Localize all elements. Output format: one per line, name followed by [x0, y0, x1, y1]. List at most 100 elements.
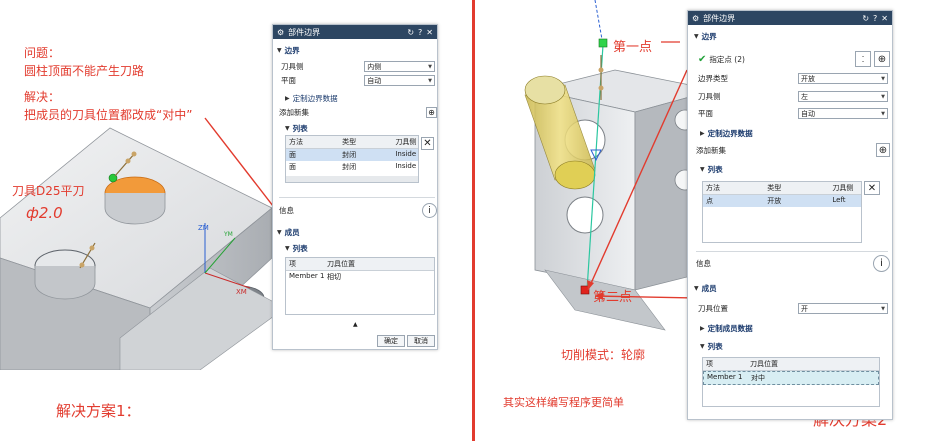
right-sec-custom[interactable]: ▶定制边界数据: [700, 129, 753, 138]
member-header: 刀具位置: [327, 260, 355, 268]
tool-label: 刀具D25平刀: [12, 184, 85, 198]
info-icon[interactable]: i: [873, 255, 890, 272]
left-sec-custom[interactable]: ▶定制边界数据: [285, 94, 338, 103]
boundary-type-label: 边界类型: [698, 74, 728, 83]
left-tool-side-select[interactable]: 内侧▼: [364, 61, 435, 72]
table-row[interactable]: Member 1 相切: [289, 272, 341, 281]
right-delete-button[interactable]: ✕: [864, 181, 880, 195]
point-select-icon[interactable]: ⊕: [874, 51, 890, 67]
right-add-new-button[interactable]: ⊕: [876, 143, 890, 157]
reset-icon[interactable]: ↻: [862, 13, 870, 23]
boundary-type-select[interactable]: 开放▼: [798, 73, 888, 84]
table-row[interactable]: 面 封闭 Inside: [289, 162, 417, 171]
member-header: 刀具位置: [750, 360, 778, 368]
left-footer: 解决方案1：: [56, 402, 141, 420]
diameter-label: ф2.0: [26, 204, 63, 222]
divider: [472, 0, 475, 441]
left-sec-boundary[interactable]: ▼边界: [277, 46, 300, 55]
left-part-boundary-dialog: ⚙ 部件边界 ↻ ? ✕ ▼边界 刀具侧 内侧▼ 平面 自动▼ ▶定制边界数据 …: [272, 24, 438, 350]
left-boundary-list: 方法 类型 刀具侧 面 封闭 Inside 面 封闭 Inside: [285, 135, 419, 183]
problem-title: 问题：: [24, 46, 61, 60]
right-member-list: 项 刀具位置 Member 1 对中: [702, 357, 880, 407]
simpler-note: 其实这样编写程序更简单: [503, 396, 624, 409]
left-dialog-titlebar: ⚙ 部件边界 ↻ ? ✕: [273, 25, 437, 39]
member-header: 项: [706, 360, 713, 368]
left-delete-button[interactable]: ✕: [421, 137, 434, 150]
left-3d-viewport: ZM XM YM: [0, 127, 286, 370]
right-sec-list[interactable]: ▼列表: [700, 165, 723, 174]
list-header: 方法: [706, 184, 720, 192]
expand-icon: ▶: [285, 95, 290, 102]
close-icon[interactable]: ✕: [426, 27, 433, 37]
left-sec-list[interactable]: ▼列表: [285, 124, 308, 133]
first-point-label: 第一点: [613, 40, 653, 55]
info-icon[interactable]: i: [422, 203, 437, 218]
right-screenshot: ZM 第一点 第二点 切削模式：轮廓 其实这样编写程序更简单 解决方案2 ⚙ 部…: [475, 0, 928, 441]
dialog-gear-icon: ⚙: [692, 13, 700, 23]
left-ok-button[interactable]: 确定: [377, 335, 405, 347]
expand-icon: ▶: [700, 325, 705, 332]
chevron-down-icon: ▼: [428, 63, 432, 70]
left-cancel-button[interactable]: 取消: [407, 335, 435, 347]
right-plane-select[interactable]: 自动▼: [798, 108, 888, 119]
member-header: 项: [289, 260, 296, 268]
horizontal-scrollbar[interactable]: [286, 176, 418, 182]
left-sec-member-list[interactable]: ▼列表: [285, 244, 308, 253]
left-axis-xm: XM: [236, 288, 247, 296]
right-plane-label: 平面: [698, 109, 713, 118]
chevron-down-icon: ▼: [428, 77, 432, 84]
chevron-down-icon: ▼: [881, 305, 885, 312]
right-dialog-title: 部件边界: [703, 13, 736, 23]
solution-title: 解决：: [24, 90, 61, 104]
left-screenshot: ZM XM YM 问题： 圆柱顶面不能产生刀路 解决： 把成员的刀具位置都改成“…: [0, 24, 438, 420]
list-header: 类型: [767, 184, 782, 192]
collapse-icon: ▼: [277, 47, 282, 54]
left-sec-member[interactable]: ▼成员: [277, 228, 300, 237]
left-tool-side-label: 刀具侧: [281, 62, 304, 71]
collapse-icon: ▼: [694, 33, 699, 40]
right-tool-side-select[interactable]: 左▼: [798, 91, 888, 102]
left-axis-zm: ZM: [198, 224, 209, 232]
left-plane-label: 平面: [281, 76, 296, 85]
tool-position-select[interactable]: 开▼: [798, 303, 888, 314]
table-row[interactable]: 面 封闭 Inside: [286, 149, 418, 161]
left-dialog-title: 部件边界: [288, 27, 321, 37]
collapse-icon: ▼: [285, 245, 290, 252]
chevron-down-icon: ▼: [881, 110, 885, 117]
collapse-icon: ▼: [277, 229, 282, 236]
collapse-icon: ▼: [285, 125, 290, 132]
right-info-label: 信息: [696, 259, 711, 268]
solution-text: 把成员的刀具位置都改成“对中”: [24, 108, 193, 122]
left-add-new-label: 添加新集: [279, 108, 309, 117]
dialog-gear-icon: ⚙: [277, 27, 285, 37]
check-icon: ✔: [698, 53, 707, 65]
right-add-new-label: 添加新集: [696, 145, 726, 155]
cut-mode-label: 切削模式：轮廓: [561, 348, 646, 362]
right-sec-member[interactable]: ▼成员: [694, 284, 717, 293]
help-icon[interactable]: ?: [873, 13, 878, 23]
list-header: 方法: [289, 138, 303, 146]
table-row[interactable]: Member 1 对中: [703, 371, 879, 385]
problem-text: 圆柱顶面不能产生刀路: [24, 64, 145, 78]
chevron-down-icon: ▼: [881, 75, 885, 82]
close-icon[interactable]: ✕: [881, 13, 888, 23]
left-plane-select[interactable]: 自动▼: [364, 75, 435, 86]
help-icon[interactable]: ?: [418, 27, 423, 37]
left-member-list: 项 刀具位置 Member 1 相切: [285, 257, 435, 315]
right-dialog-titlebar: ⚙ 部件边界 ↻ ? ✕: [688, 11, 892, 25]
right-sec-member-list[interactable]: ▼列表: [700, 342, 723, 351]
list-header: 刀具侧: [395, 138, 417, 146]
right-sec-boundary[interactable]: ▼边界: [694, 32, 717, 41]
table-row[interactable]: 点 开放 Left: [703, 195, 861, 207]
left-axis-ym: YM: [223, 231, 233, 238]
chevron-down-icon: ▼: [881, 93, 885, 100]
right-tool-side-label: 刀具侧: [698, 92, 721, 101]
left-add-new-button[interactable]: ⊕: [426, 107, 437, 118]
tool-position-label: 刀具位置: [698, 304, 728, 313]
reset-icon[interactable]: ↻: [407, 27, 415, 37]
left-info-label: 信息: [279, 206, 294, 215]
collapse-arrow-icon[interactable]: ▲: [353, 321, 358, 328]
right-sec-custom-member[interactable]: ▶定制成员数据: [700, 324, 753, 333]
list-header: 刀具侧: [832, 184, 854, 192]
point-dialog-button[interactable]: ⁚: [855, 51, 871, 67]
